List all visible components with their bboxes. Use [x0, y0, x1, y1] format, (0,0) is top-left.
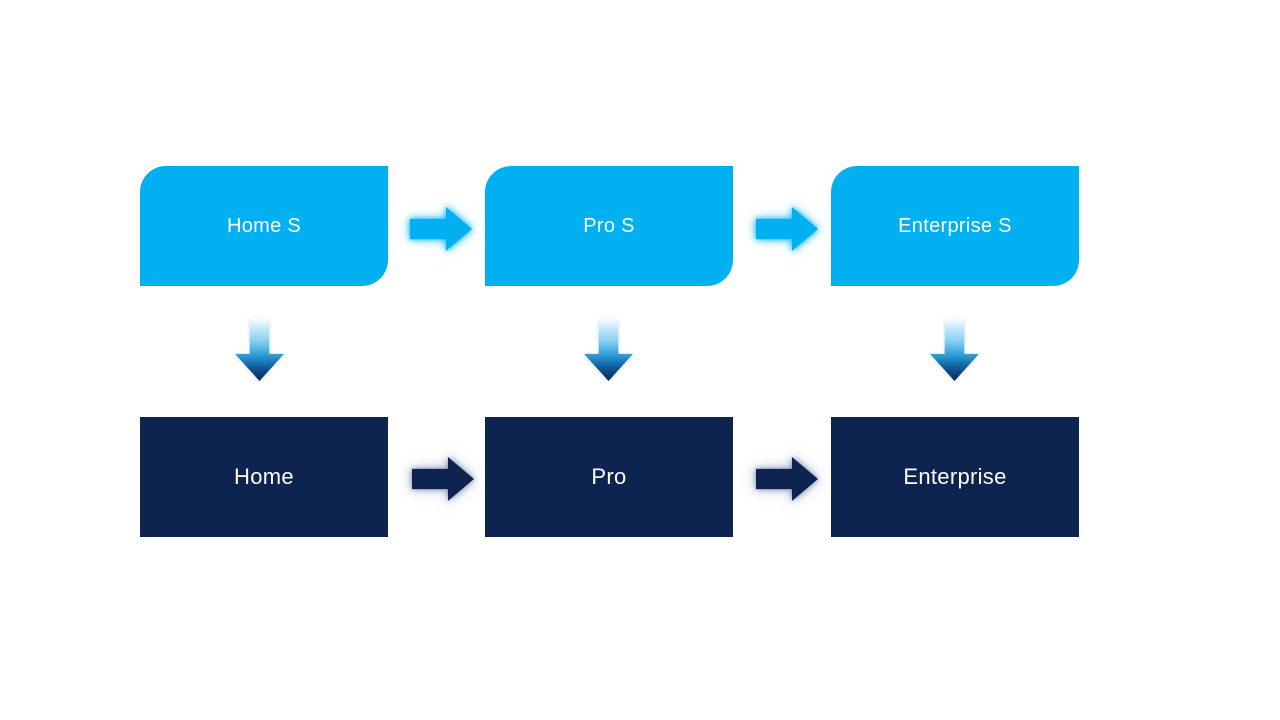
node-pro-s-label: Pro S — [583, 214, 635, 237]
node-enterprise: Enterprise — [831, 417, 1079, 537]
right-arrow-shape — [412, 457, 474, 501]
down-arrow-shape — [930, 318, 979, 381]
down-arrow-icon — [235, 318, 284, 381]
node-home-s: Home S — [140, 166, 388, 286]
node-enterprise-s-label: Enterprise S — [898, 214, 1012, 237]
right-arrow-shape — [756, 457, 818, 501]
right-arrow-icon — [756, 207, 818, 251]
right-arrow-icon — [410, 207, 472, 251]
down-arrow-shape — [235, 318, 284, 381]
down-arrow-icon — [584, 318, 633, 381]
node-pro-s: Pro S — [485, 166, 733, 286]
node-pro: Pro — [485, 417, 733, 537]
node-enterprise-s: Enterprise S — [831, 166, 1079, 286]
node-pro-label: Pro — [591, 464, 627, 489]
right-arrow-shape — [756, 207, 818, 251]
node-home: Home — [140, 417, 388, 537]
right-arrow-icon — [756, 457, 818, 501]
down-arrow-shape — [584, 318, 633, 381]
node-enterprise-label: Enterprise — [903, 464, 1007, 489]
right-arrow-icon — [412, 457, 474, 501]
down-arrow-icon — [930, 318, 979, 381]
node-home-s-label: Home S — [226, 214, 302, 237]
right-arrow-shape — [410, 207, 472, 251]
node-home-label: Home — [234, 464, 294, 489]
